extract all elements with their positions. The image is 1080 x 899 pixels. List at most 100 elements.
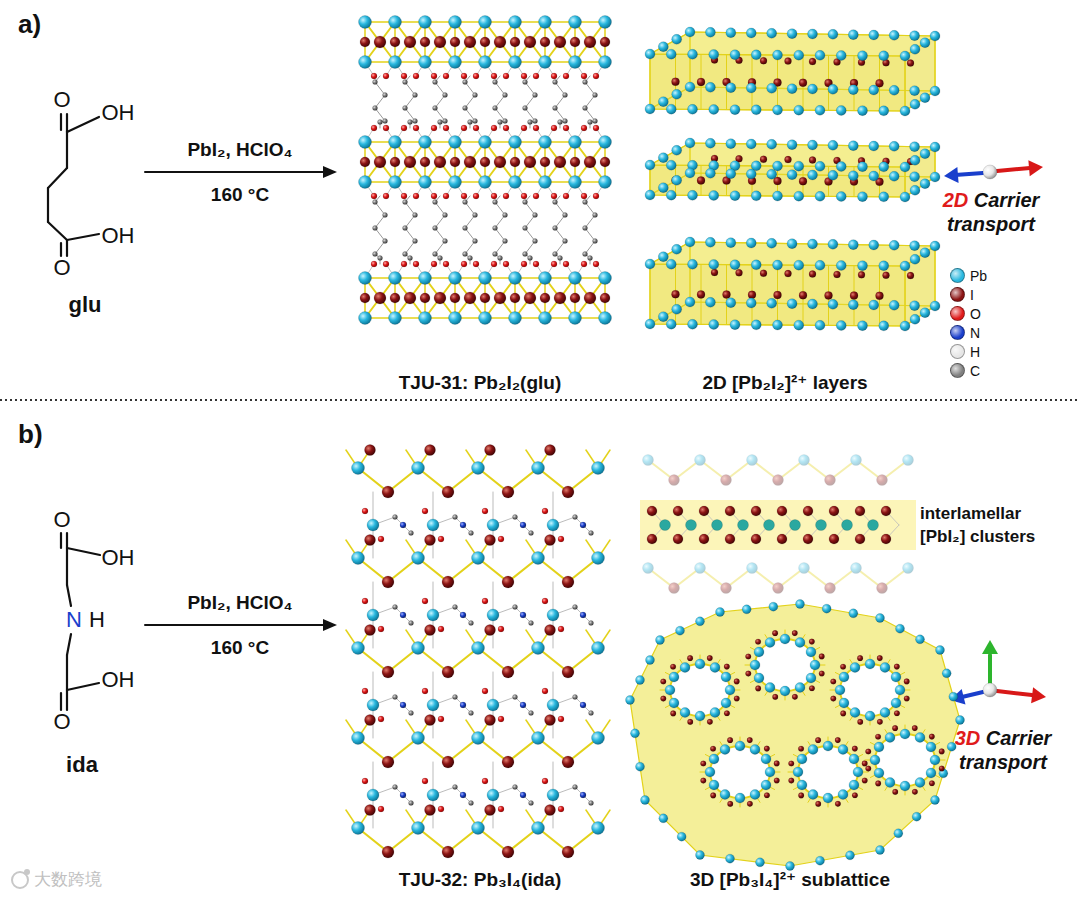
atom bbox=[858, 106, 868, 116]
atom bbox=[473, 239, 478, 244]
atom bbox=[705, 297, 715, 307]
atom bbox=[799, 79, 807, 87]
atom bbox=[382, 666, 394, 678]
atom bbox=[765, 767, 775, 777]
atom bbox=[510, 293, 520, 303]
atom bbox=[482, 688, 488, 694]
atom bbox=[482, 778, 488, 784]
cluster-band bbox=[640, 500, 916, 550]
atom bbox=[747, 801, 753, 807]
bond bbox=[67, 548, 100, 555]
atom bbox=[910, 86, 920, 96]
atom bbox=[599, 16, 612, 29]
reaction-arrow bbox=[145, 624, 325, 626]
atom bbox=[695, 455, 706, 466]
atom bbox=[593, 73, 599, 79]
atom bbox=[473, 213, 478, 218]
atom bbox=[711, 269, 718, 276]
atom bbox=[592, 822, 605, 835]
label: ida bbox=[66, 752, 98, 777]
atom bbox=[352, 462, 365, 475]
bond bbox=[67, 683, 99, 690]
watermark-dot bbox=[24, 869, 30, 875]
atom bbox=[892, 789, 898, 795]
atom bbox=[645, 319, 655, 329]
atom bbox=[570, 157, 580, 167]
atom bbox=[503, 213, 508, 218]
atom bbox=[553, 106, 558, 111]
atom bbox=[808, 29, 818, 39]
label: O bbox=[53, 507, 70, 532]
atom bbox=[666, 259, 676, 269]
atom bbox=[485, 625, 496, 636]
atom bbox=[828, 140, 838, 150]
atom bbox=[554, 292, 566, 304]
atom bbox=[838, 790, 848, 800]
atom bbox=[688, 259, 698, 269]
atom bbox=[842, 520, 853, 531]
atom bbox=[469, 711, 474, 716]
atom bbox=[547, 609, 559, 621]
label: OH bbox=[102, 667, 135, 692]
atom bbox=[593, 119, 598, 124]
atom bbox=[558, 626, 564, 632]
atom bbox=[502, 846, 514, 858]
atom bbox=[419, 16, 432, 29]
atom bbox=[736, 269, 743, 276]
atom bbox=[427, 609, 439, 621]
atom bbox=[539, 176, 552, 189]
arrow-head bbox=[323, 166, 337, 178]
atom bbox=[903, 455, 914, 466]
atom bbox=[551, 261, 557, 267]
atom bbox=[828, 84, 838, 94]
atom bbox=[485, 715, 496, 726]
atom bbox=[795, 683, 805, 693]
atom bbox=[389, 16, 402, 29]
atom bbox=[563, 261, 569, 267]
bond bbox=[66, 690, 68, 710]
atom bbox=[593, 125, 599, 131]
atom bbox=[533, 119, 538, 124]
atom bbox=[563, 93, 568, 98]
atom bbox=[874, 768, 884, 778]
atom bbox=[930, 142, 940, 152]
atom bbox=[840, 711, 846, 717]
atom bbox=[792, 694, 798, 700]
atom bbox=[422, 508, 428, 514]
atom bbox=[858, 321, 868, 331]
atom bbox=[593, 93, 598, 98]
atom bbox=[746, 671, 752, 677]
atom bbox=[676, 626, 685, 635]
atom bbox=[529, 711, 534, 716]
atom bbox=[562, 486, 574, 498]
atom bbox=[498, 536, 504, 542]
atom bbox=[880, 708, 890, 718]
atom bbox=[660, 520, 671, 531]
atom bbox=[889, 300, 899, 310]
pb2i2-layer bbox=[645, 138, 940, 202]
atom bbox=[502, 576, 514, 588]
atom bbox=[936, 646, 945, 655]
atom bbox=[848, 300, 858, 310]
atom bbox=[480, 37, 490, 47]
atom bbox=[434, 36, 446, 48]
carrier-transport-label: 2D Carrier transport bbox=[916, 188, 1066, 236]
atom bbox=[915, 778, 925, 788]
watermark: 大数跨境 bbox=[34, 870, 102, 890]
atom bbox=[389, 136, 402, 149]
atom bbox=[920, 179, 930, 189]
atom bbox=[879, 162, 889, 172]
atom bbox=[730, 105, 740, 115]
atom bbox=[433, 252, 438, 257]
atom bbox=[929, 780, 935, 786]
atom bbox=[885, 732, 895, 742]
atom bbox=[721, 583, 732, 594]
atom bbox=[494, 156, 506, 168]
label: 2D [Pb₂I₂]²⁺ layers bbox=[702, 372, 867, 394]
atom bbox=[672, 244, 682, 254]
atom bbox=[870, 755, 880, 765]
atom bbox=[939, 766, 945, 772]
atom bbox=[785, 270, 792, 277]
atom bbox=[815, 737, 821, 743]
atom bbox=[589, 801, 594, 806]
